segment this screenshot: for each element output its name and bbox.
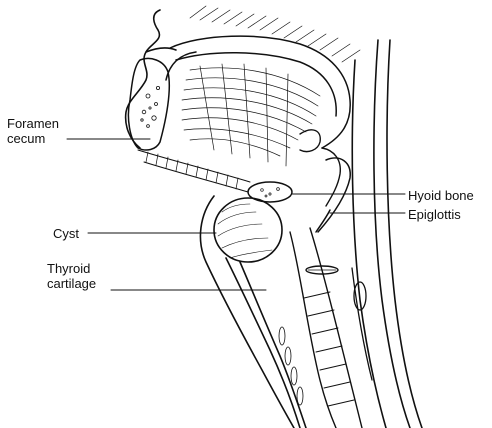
label-foramen-cecum: Foramen cecum [7, 116, 59, 146]
label-epiglottis: Epiglottis [408, 207, 461, 222]
label-thyroid-cartilage-line2: cartilage [47, 276, 96, 291]
cyst [214, 198, 282, 262]
label-thyroid-cartilage: Thyroid cartilage [47, 261, 96, 291]
label-foramen-cecum-line1: Foramen [7, 116, 59, 131]
label-hyoid-bone: Hyoid bone [408, 188, 474, 203]
floor-of-mouth [138, 150, 250, 192]
label-cyst: Cyst [53, 226, 79, 241]
larynx-trachea [290, 228, 362, 428]
label-foramen-cecum-line2: cecum [7, 131, 59, 146]
tongue [166, 36, 350, 166]
tongue-base [300, 130, 340, 206]
label-thyroid-cartilage-line1: Thyroid [47, 261, 96, 276]
mandible [128, 59, 169, 151]
anterior-neck [200, 196, 306, 428]
posterior-contour [352, 40, 422, 428]
